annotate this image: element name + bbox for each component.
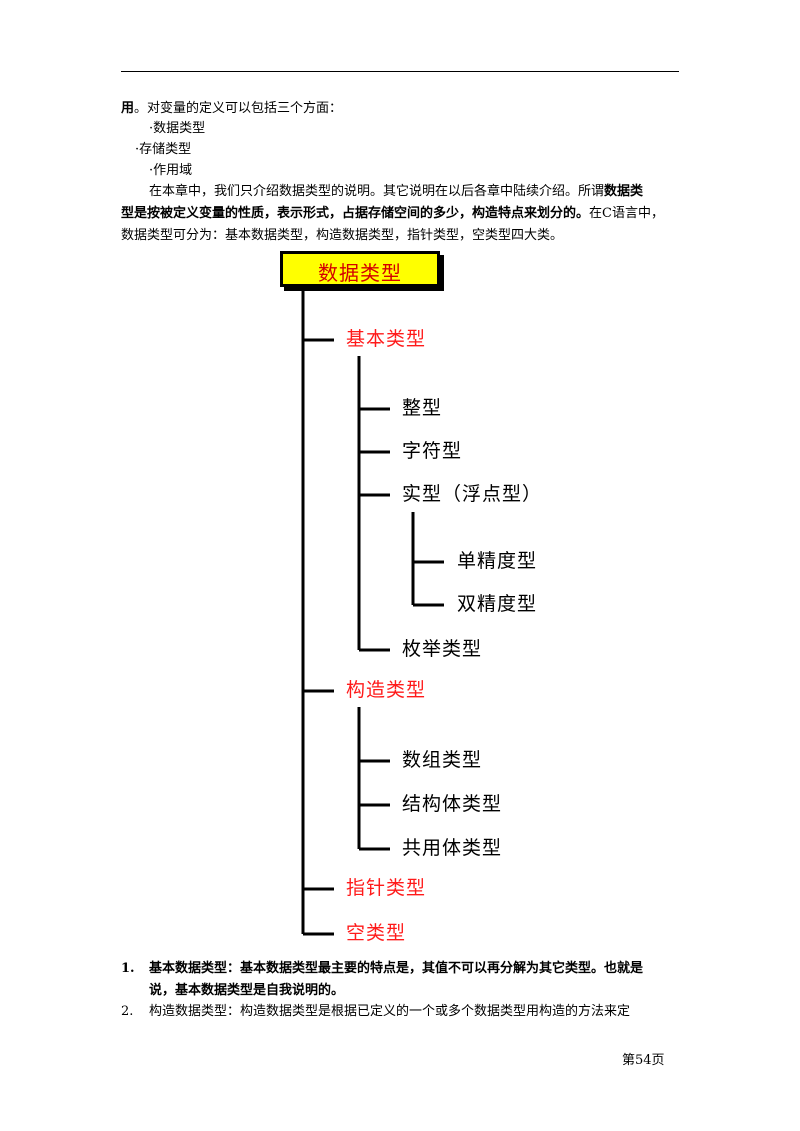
intro-item-scope: ·作用域: [149, 163, 193, 178]
list-item: 2. 构造数据类型：构造数据类型是根据已定义的一个或多个数据类型用构造的方法来定: [121, 1004, 631, 1019]
intro-paragraph-line-2: 型是按被定义变量的性质，表示形式，占据存储空间的多少，构造特点来划分的。在C语言…: [121, 206, 664, 221]
root-node-data-type: 数据类型: [280, 251, 440, 287]
node-void-type: 空类型: [346, 922, 407, 944]
node-real: 实型（浮点型）: [402, 483, 543, 505]
list-item: 1. 基本数据类型：基本数据类型最主要的特点是，其值不可以再分解为其它类型。也就…: [121, 961, 644, 998]
page-number: 第54页: [622, 1053, 665, 1068]
node-enum: 枚举类型: [402, 638, 483, 660]
intro-item-data-type: ·数据类型: [149, 121, 206, 136]
node-array: 数组类型: [402, 749, 483, 771]
node-integer: 整型: [402, 397, 443, 419]
header-rule: [121, 71, 679, 72]
intro-paragraph-line-3: 数据类型可分为：基本数据类型，构造数据类型，指针类型，空类型四大类。: [121, 228, 564, 243]
node-pointer-type: 指针类型: [346, 877, 427, 899]
intro-paragraph-line-1: 在本章中，我们只介绍数据类型的说明。其它说明在以后各章中陆续介绍。所谓数据类: [149, 184, 644, 199]
intro-line-1: 用。对变量的定义可以包括三个方面：: [121, 101, 343, 116]
node-struct: 结构体类型: [402, 793, 503, 815]
node-construct-type: 构造类型: [346, 679, 427, 701]
node-single-precision: 单精度型: [457, 550, 538, 572]
node-basic-type: 基本类型: [346, 328, 427, 350]
node-double-precision: 双精度型: [457, 593, 538, 615]
node-union: 共用体类型: [402, 837, 503, 859]
intro-item-storage-type: ·存储类型: [135, 142, 192, 157]
node-char: 字符型: [402, 440, 463, 462]
